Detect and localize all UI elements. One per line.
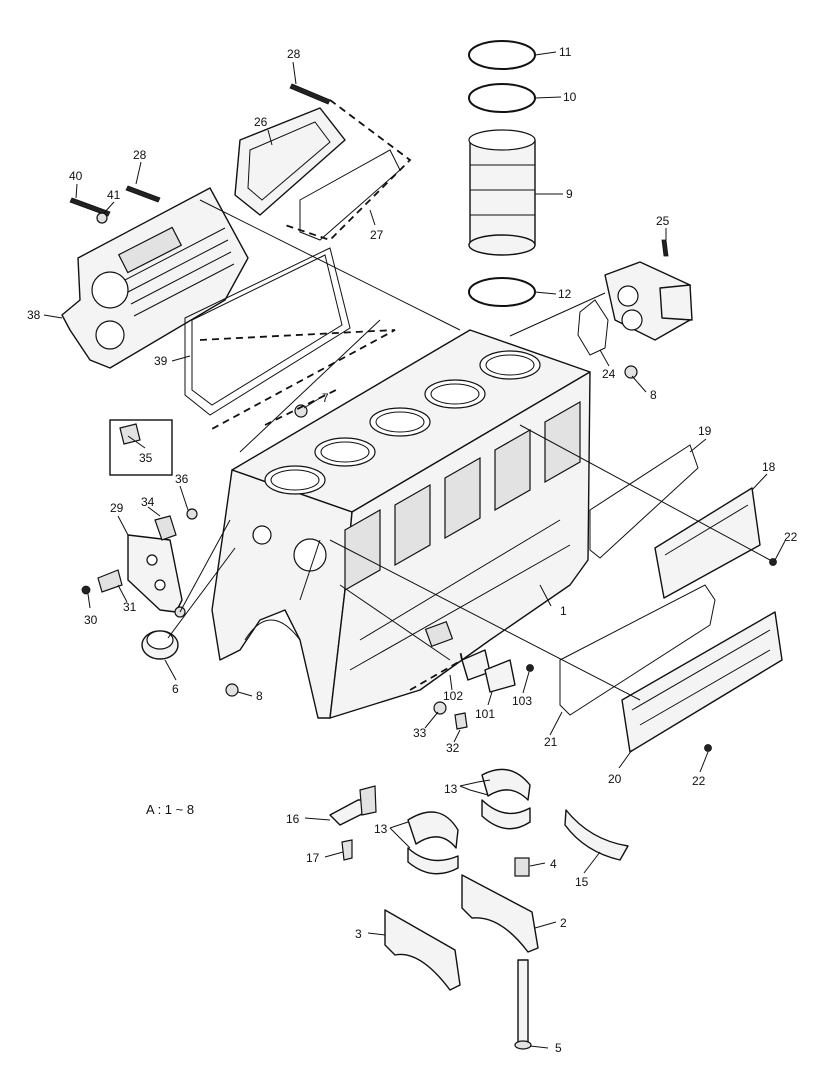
rear-side-gasket	[589, 444, 699, 559]
oil-cooler-gasket	[184, 247, 351, 416]
callout-12: 12	[558, 287, 572, 301]
cylinder-liner	[468, 129, 536, 256]
callout-38: 38	[27, 308, 41, 322]
side-cover	[234, 107, 346, 216]
callout-8-bottom: 8	[256, 689, 263, 703]
water-outlet-housing	[604, 261, 693, 341]
callout-22-right: 22	[784, 530, 798, 544]
callout-11: 11	[559, 45, 572, 59]
bearing-shells	[407, 768, 629, 875]
callout-35: 35	[139, 451, 153, 465]
seal-ring	[141, 630, 179, 660]
callout-26: 26	[254, 115, 268, 129]
callout-24: 24	[602, 367, 616, 381]
callout-19: 19	[698, 424, 712, 438]
callout-25: 25	[656, 214, 670, 228]
o-ring-10	[468, 83, 536, 113]
callout-103: 103	[512, 694, 532, 708]
cylinder-block	[211, 329, 591, 719]
callout-28-top: 28	[287, 47, 301, 61]
callout-21: 21	[544, 735, 558, 749]
callout-102: 102	[443, 689, 463, 703]
bracket-16	[329, 785, 377, 861]
o-ring-12	[468, 277, 536, 307]
callout-40: 40	[69, 169, 83, 183]
callout-22-bottom: 22	[692, 774, 706, 788]
callout-labels: 1 2 3 4 5 6 7 8 8 9 10 11 12 13 13 15 16…	[27, 45, 798, 1055]
callout-32: 32	[446, 741, 460, 755]
callout-3: 3	[355, 927, 362, 941]
callout-6: 6	[172, 682, 179, 696]
callout-4: 4	[550, 857, 557, 871]
rear-side-cover	[654, 487, 761, 599]
lower-side-cover	[621, 611, 783, 753]
plug-35	[109, 419, 173, 476]
o-ring-11	[468, 40, 536, 70]
callout-28-left: 28	[133, 148, 147, 162]
side-cover-gasket	[299, 149, 401, 241]
callout-10: 10	[563, 90, 577, 104]
callout-8-top: 8	[650, 388, 657, 402]
dashed-assembly-lines	[199, 99, 464, 691]
callout-36: 36	[175, 472, 189, 486]
callout-2: 2	[560, 916, 567, 930]
scope-note: A : 1 ~ 8	[146, 802, 194, 817]
callout-20: 20	[608, 772, 622, 786]
callout-13-upper: 13	[444, 782, 458, 796]
oil-cooler-housing	[61, 187, 249, 369]
callout-27: 27	[370, 228, 384, 242]
lower-side-gasket	[559, 584, 716, 716]
callout-16: 16	[286, 812, 300, 826]
leader-lines	[43, 51, 786, 1049]
callout-101: 101	[475, 707, 495, 721]
main-bearing-caps	[384, 857, 539, 1050]
water-outlet-gasket	[577, 299, 609, 356]
callout-9: 9	[566, 187, 573, 201]
callout-31: 31	[123, 600, 137, 614]
callout-41: 41	[107, 188, 121, 202]
callout-30: 30	[84, 613, 98, 627]
callout-13-lower: 13	[374, 822, 388, 836]
callout-17: 17	[306, 851, 320, 865]
callout-18: 18	[762, 460, 776, 474]
callout-29: 29	[110, 501, 124, 515]
callout-39: 39	[154, 354, 168, 368]
callout-7: 7	[322, 391, 329, 405]
callout-5: 5	[555, 1041, 562, 1055]
callout-15: 15	[575, 875, 589, 889]
callout-33: 33	[413, 726, 427, 740]
callout-1: 1	[560, 604, 567, 618]
callout-34: 34	[141, 495, 155, 509]
